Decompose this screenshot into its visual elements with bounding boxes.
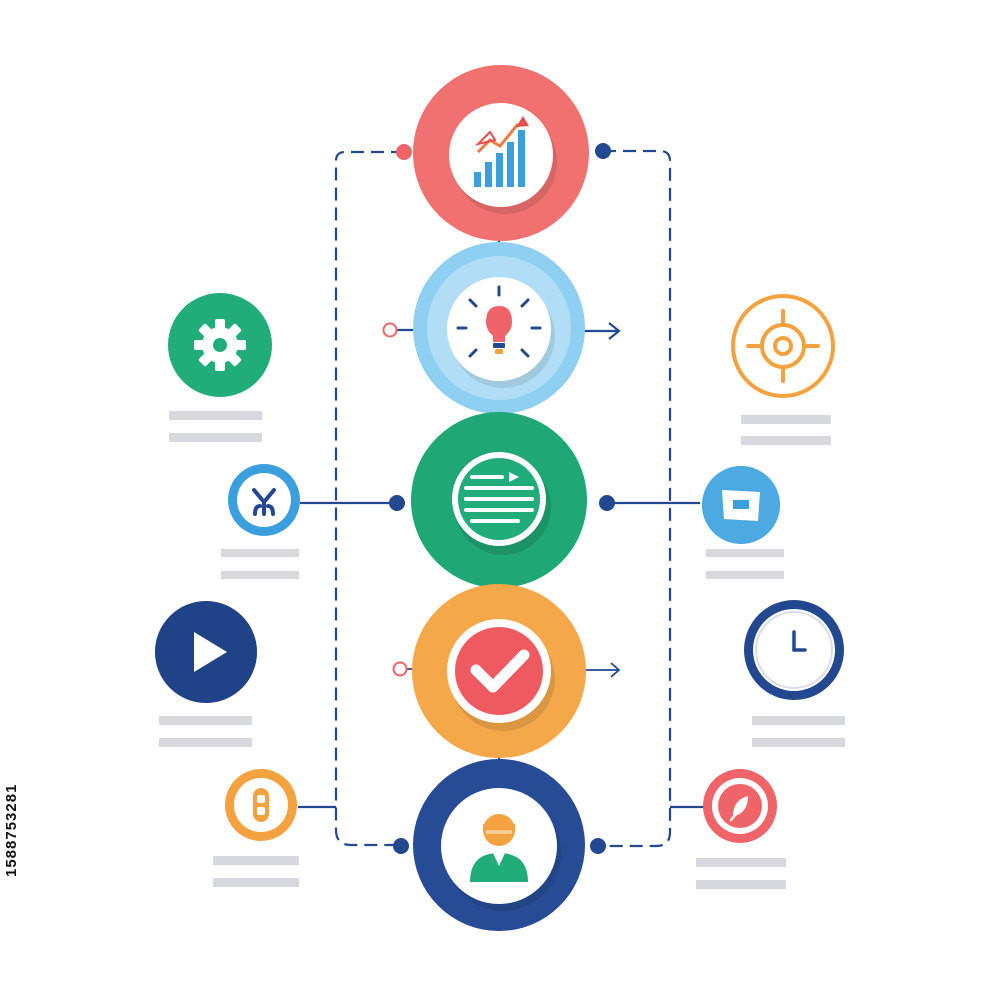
link-icon: [253, 788, 269, 822]
bar-chart-growth-icon: [474, 116, 529, 187]
message-box-icon: [722, 490, 760, 521]
tool-icon: [252, 488, 276, 516]
ring-approval-left: [392, 661, 408, 677]
placeholder-bar: [213, 856, 299, 865]
placeholder-text-bars: [159, 411, 845, 889]
node-approval: [412, 584, 586, 758]
placeholder-bar: [696, 858, 786, 867]
placeholder-bar: [159, 716, 252, 725]
side-node-left-bottom: [225, 769, 297, 841]
arrow-right-approval: [585, 662, 621, 678]
node-idea: [413, 242, 585, 414]
node-growth-chart: [413, 65, 589, 241]
play-icon: [194, 632, 227, 672]
dot-mid-right: [599, 495, 615, 511]
placeholder-bar: [706, 571, 784, 579]
placeholder-bar: [706, 549, 784, 557]
side-node-tool: [228, 464, 300, 536]
placeholder-bar: [752, 738, 845, 747]
side-node-clock: [744, 600, 844, 700]
placeholder-bar: [169, 433, 262, 442]
right-vertical-connector: [598, 149, 672, 848]
document-lines-icon: [464, 472, 534, 523]
side-node-target: [731, 294, 835, 398]
placeholder-bar: [696, 880, 786, 889]
person-icon: [470, 814, 528, 882]
placeholder-bar: [741, 415, 831, 424]
side-node-message: [702, 466, 780, 544]
left-vertical-connector: [334, 150, 404, 847]
side-node-settings: [168, 293, 272, 397]
gear-icon: [194, 319, 246, 371]
placeholder-bar: [169, 411, 262, 420]
ring-idea-left: [382, 322, 398, 338]
dot-top-left: [396, 144, 412, 160]
node-document: [411, 412, 587, 588]
placeholder-bar: [221, 571, 299, 579]
connector-dots: [382, 143, 615, 854]
target-icon: [746, 309, 820, 383]
placeholder-bar: [741, 436, 831, 445]
side-node-play: [155, 601, 257, 703]
placeholder-bar: [159, 738, 252, 747]
lightbulb-icon: [456, 285, 542, 358]
dot-bottom-right: [590, 838, 606, 854]
placeholder-bar: [221, 549, 299, 557]
checkmark-icon: [470, 649, 530, 693]
placeholder-bar: [752, 716, 845, 725]
clock-icon: [792, 630, 807, 652]
dot-mid-left: [389, 495, 405, 511]
node-user: [413, 759, 585, 931]
dot-bottom-left: [393, 838, 409, 854]
side-node-right-bottom: [703, 769, 777, 843]
dot-top-right: [595, 143, 611, 159]
placeholder-bar: [213, 878, 299, 887]
